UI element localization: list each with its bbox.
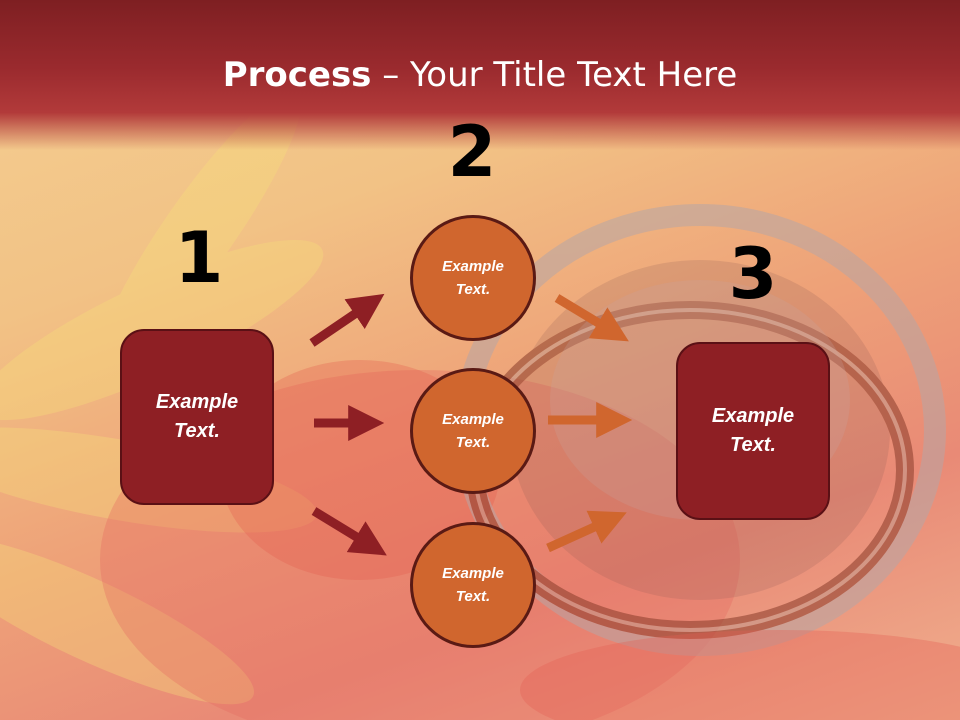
title-bold-part: Process bbox=[222, 55, 372, 95]
circle-top-label: Example Text. bbox=[442, 258, 504, 298]
circle-middle-label: Example Text. bbox=[442, 411, 504, 451]
step-3-box[interactable]: Example Text. bbox=[676, 342, 830, 520]
arrow-box1-to-top-circle bbox=[309, 293, 385, 347]
title-bar bbox=[0, 0, 960, 150]
arrow-bottom-circle-to-box3 bbox=[546, 510, 627, 553]
step-number-3: 3 bbox=[728, 233, 778, 315]
step-2-circle-middle[interactable]: Example Text. bbox=[410, 368, 536, 494]
title-rest-part: – Your Title Text Here bbox=[371, 55, 738, 95]
step-3-box-label: Example Text. bbox=[711, 405, 795, 456]
circle-bottom-label: Example Text. bbox=[442, 565, 504, 605]
step-1-box-label: Example Text. bbox=[155, 391, 239, 442]
step-1-box[interactable]: Example Text. bbox=[120, 329, 274, 505]
step-2-circle-top[interactable]: Example Text. bbox=[410, 215, 536, 341]
step-number-2: 2 bbox=[447, 111, 497, 193]
slide-title: Process – Your Title Text Here bbox=[0, 52, 960, 98]
step-number-1: 1 bbox=[174, 217, 224, 299]
arrow-top-circle-to-box3 bbox=[554, 294, 629, 342]
arrow-box1-to-bottom-circle bbox=[311, 507, 387, 556]
step-2-circle-bottom[interactable]: Example Text. bbox=[410, 522, 536, 648]
